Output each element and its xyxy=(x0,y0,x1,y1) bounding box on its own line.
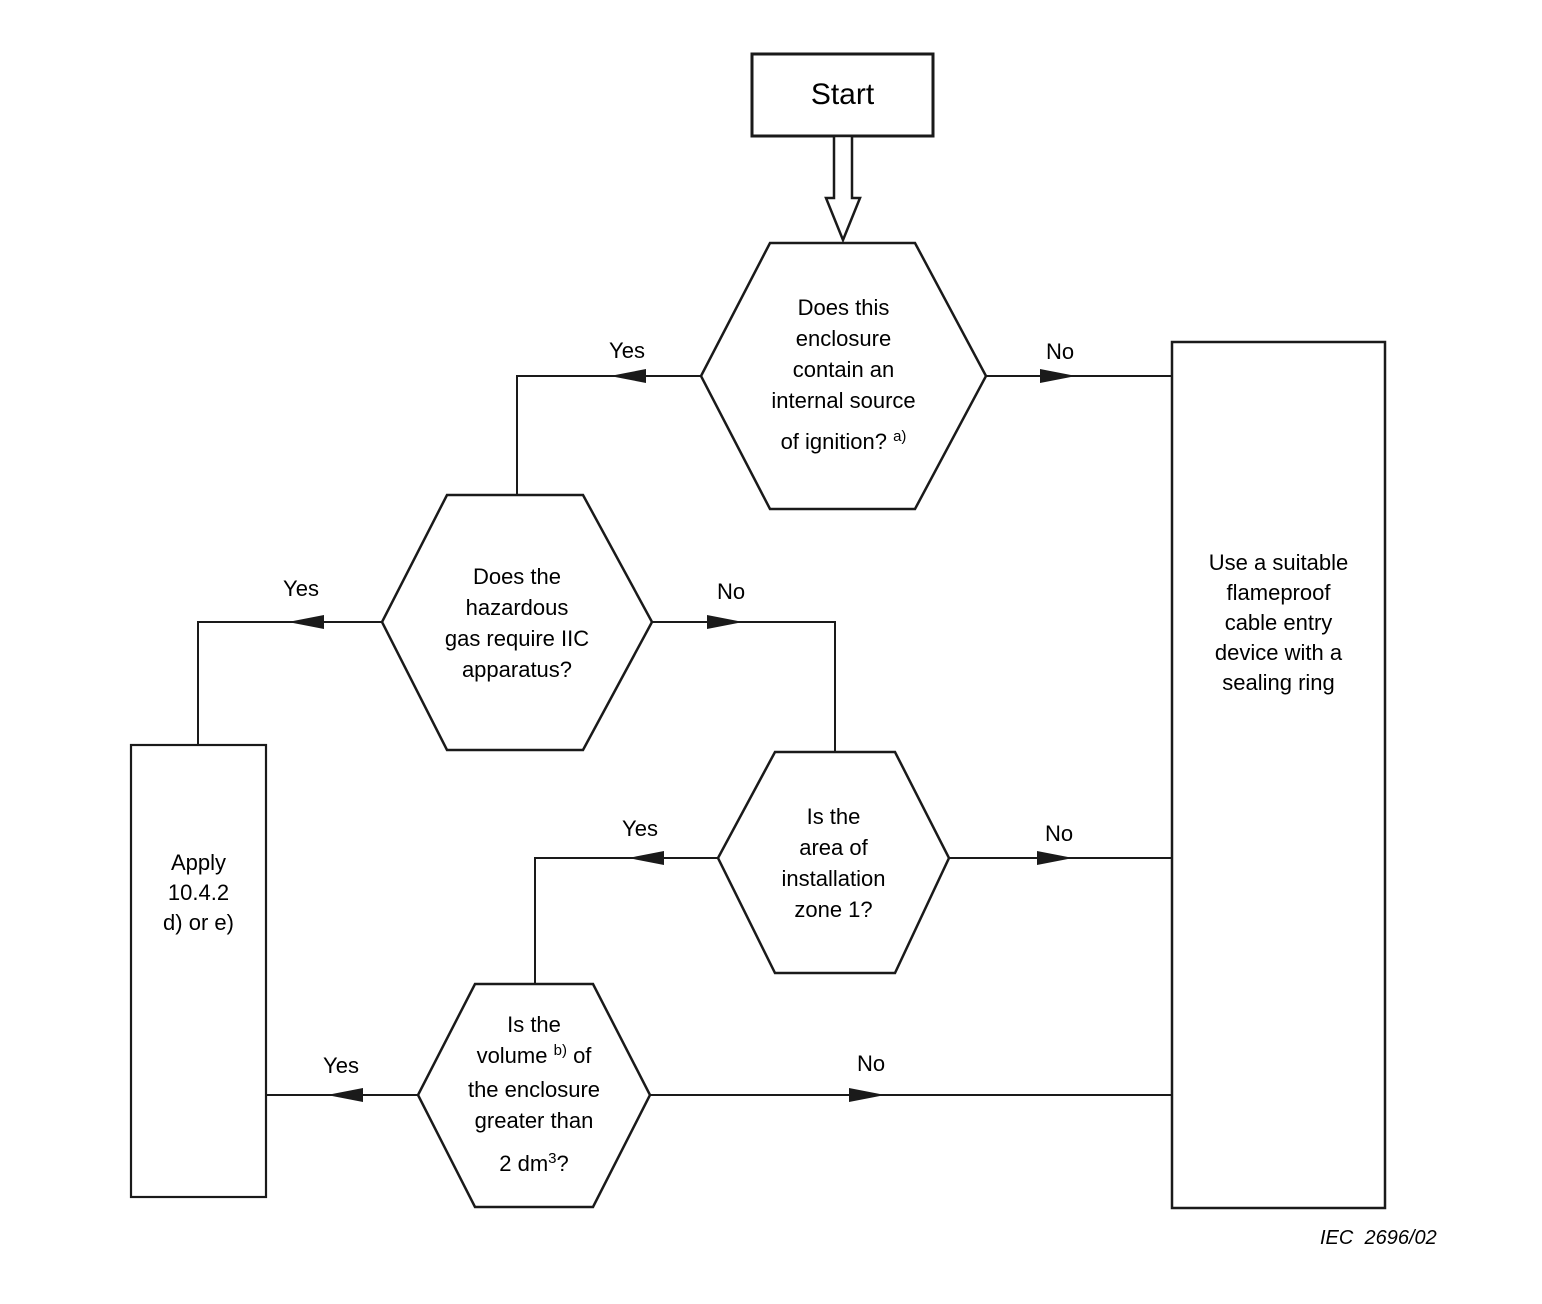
question-volume-line2: volume b) of xyxy=(477,1040,592,1074)
label-volume-yes: Yes xyxy=(323,1053,359,1078)
flameproof-box-shape xyxy=(1170,340,1387,1210)
label-iic-yes: Yes xyxy=(283,576,319,601)
hex-iic-shape xyxy=(380,493,654,752)
arrowhead-volume-yes xyxy=(327,1088,363,1102)
question-volume-text: Is the volume b) of the enclosure greate… xyxy=(418,984,650,1207)
question-ignition-body: Does this enclosure contain an internal … xyxy=(771,295,916,413)
arrowhead-zone1-yes xyxy=(628,851,664,865)
edge-zone1-yes xyxy=(534,857,718,984)
label-zone1-yes: Yes xyxy=(622,816,658,841)
action-apply-text: Apply 10.4.2 d) or e) xyxy=(163,850,234,935)
arrowhead-iic-yes xyxy=(288,615,324,629)
hex-ignition-shape xyxy=(699,241,988,511)
question-volume-line5-pre: 2 dm xyxy=(499,1151,549,1176)
start-label: Start xyxy=(810,78,875,111)
question-volume-line1: Is the xyxy=(507,1012,561,1037)
question-volume-line5-post: ? xyxy=(556,1151,569,1176)
question-ignition-tail: of ignition? xyxy=(780,429,894,454)
arrowhead-zone1-no xyxy=(1037,851,1073,865)
edge-ignition-yes xyxy=(516,375,701,495)
question-ignition-text: Does this enclosure contain an internal … xyxy=(701,243,986,509)
hex-zone1-shape xyxy=(716,750,951,975)
arrowhead-ignition-no xyxy=(1040,369,1076,383)
apply-box-shape xyxy=(129,743,268,1199)
action-flameproof-text: Use a suitable flameproof cable entry de… xyxy=(1208,550,1349,695)
edge-iic-no xyxy=(652,621,836,752)
question-volume-line2-pre: volume xyxy=(476,1043,554,1068)
superscript-exponent-3: 3 xyxy=(548,1150,557,1167)
label-iic-no: No xyxy=(716,579,746,604)
start-arrow-shape xyxy=(824,134,862,244)
figure-reference: IEC 2696/02 xyxy=(1320,1227,1437,1249)
hex-volume-shape xyxy=(416,982,652,1209)
question-zone1-text: Is the area of installation zone 1? xyxy=(718,752,949,973)
arrowhead-iic-no xyxy=(707,615,743,629)
label-zone1-no: No xyxy=(1044,821,1074,846)
question-ignition-tail-line: of ignition? a) xyxy=(781,426,907,460)
question-volume-body: the enclosure greater than xyxy=(467,1077,601,1133)
superscript-note-b: b) xyxy=(553,1042,567,1059)
question-volume-line2-post: of xyxy=(566,1043,592,1068)
arrowhead-ignition-yes xyxy=(610,369,646,383)
superscript-note-a: a) xyxy=(893,428,907,445)
label-volume-no: No xyxy=(856,1051,886,1076)
question-zone1-body: Is the area of installation zone 1? xyxy=(781,803,886,922)
question-iic-body: Does the hazardous gas require IIC appar… xyxy=(444,563,590,682)
label-ignition-yes: Yes xyxy=(609,338,645,363)
edge-iic-yes xyxy=(197,621,382,745)
question-iic-text: Does the hazardous gas require IIC appar… xyxy=(382,495,652,750)
arrowhead-volume-no xyxy=(849,1088,885,1102)
question-volume-line5: 2 dm3? xyxy=(499,1148,569,1182)
label-ignition-no: No xyxy=(1045,339,1075,364)
